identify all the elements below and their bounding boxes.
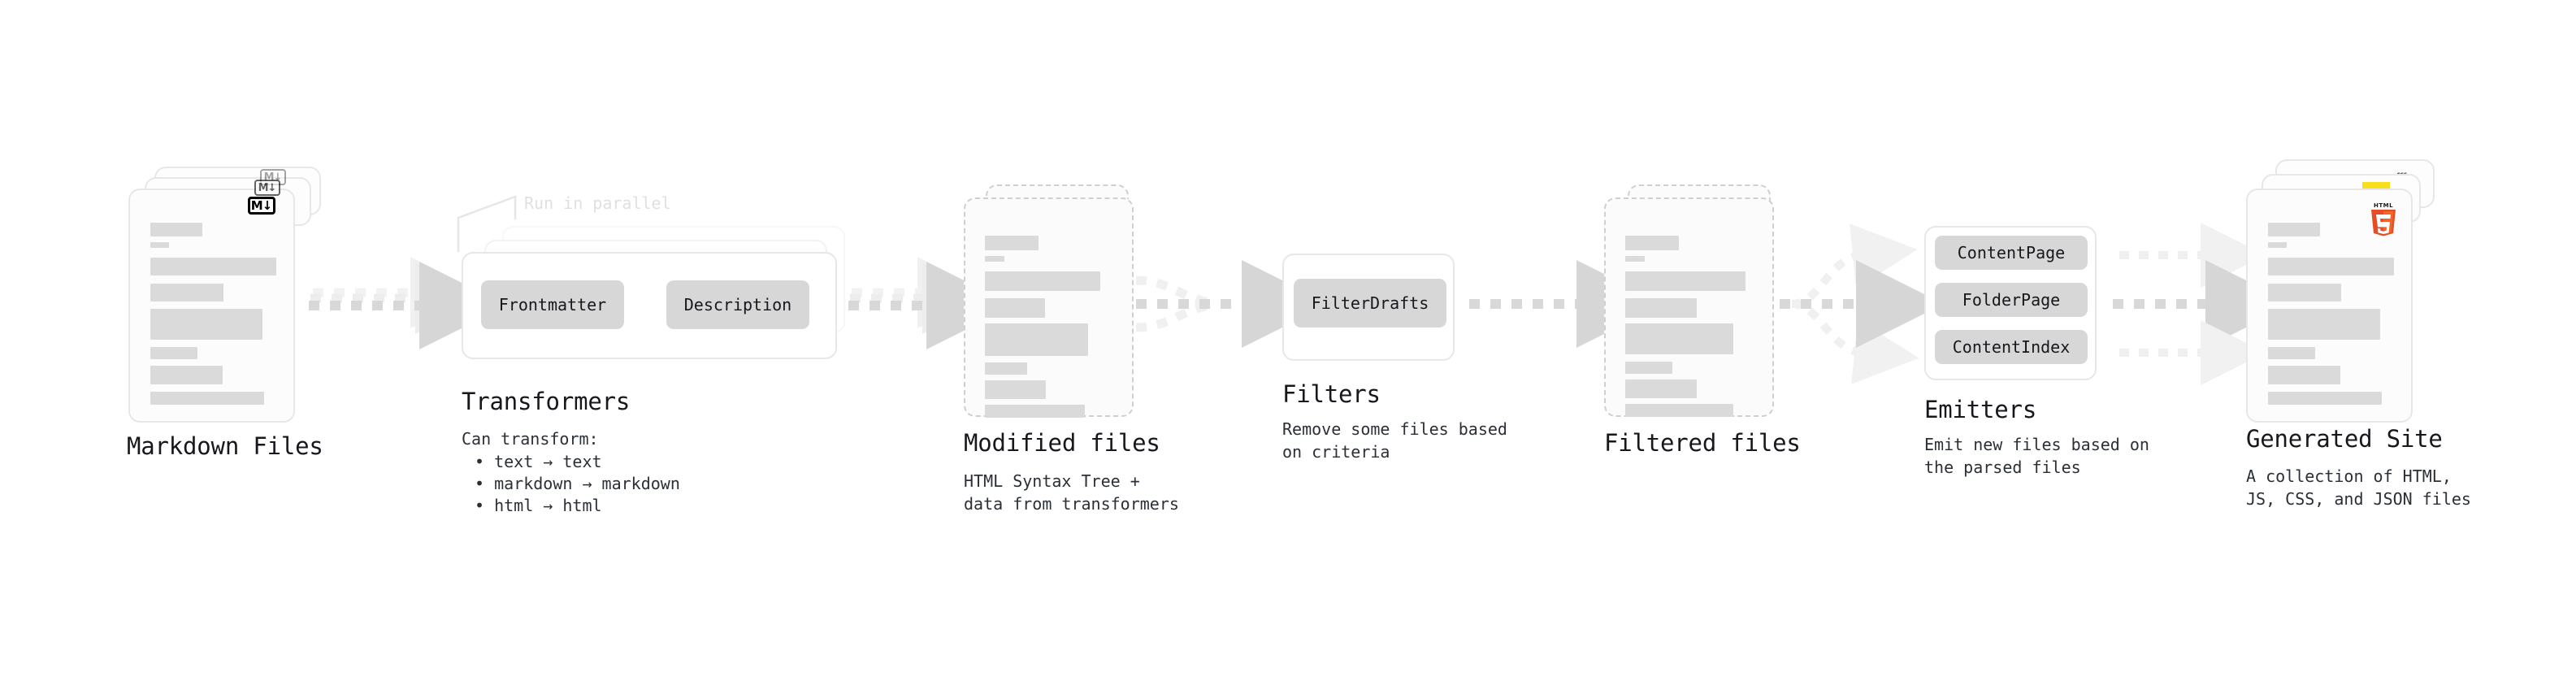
transformers-desc-bullet-1: • text → text <box>475 452 602 471</box>
generated-site-skeleton <box>2248 190 2411 421</box>
generated-site-desc: A collection of HTML, JS, CSS, and JSON … <box>2246 466 2471 509</box>
site-card-html: HTML <box>2246 189 2413 423</box>
filterdrafts-label: FilterDrafts <box>1311 293 1429 313</box>
modified-card-front <box>964 197 1134 418</box>
description-label: Description <box>683 295 792 314</box>
markdown-skeleton <box>130 190 293 421</box>
transformers-pill-description[interactable]: Description <box>666 280 809 329</box>
emitters-pill-contentindex[interactable]: ContentIndex <box>1935 330 2088 364</box>
transformers-desc-bullet-3: • html → html <box>475 496 602 515</box>
emitters-title: Emitters <box>1924 396 2037 423</box>
run-in-parallel-note: Run in parallel <box>524 193 671 213</box>
arrow-emitters-to-site <box>2113 223 2293 385</box>
transformers-desc-intro: Can transform: <box>462 429 599 449</box>
filters-title: Filters <box>1282 380 1381 408</box>
emitters-pill-contentpage[interactable]: ContentPage <box>1935 236 2088 270</box>
markdown-card-front <box>128 189 295 423</box>
folderpage-label: FolderPage <box>1962 290 2061 310</box>
emitters-desc: Emit new files based on the parsed files <box>1924 435 2149 477</box>
transformers-title: Transformers <box>462 388 631 415</box>
markdown-icon: M↓ <box>248 197 275 215</box>
markdown-icon-back1: M↓ <box>254 180 280 196</box>
contentpage-label: ContentPage <box>1957 243 2066 262</box>
generated-site-title: Generated Site <box>2246 425 2443 453</box>
filters-pill-filterdrafts[interactable]: FilterDrafts <box>1294 279 1446 327</box>
html5-icon: HTML <box>2368 201 2399 236</box>
contentindex-label: ContentIndex <box>1952 337 2071 357</box>
filtered-card-front <box>1604 197 1774 417</box>
frontmatter-label: Frontmatter <box>498 295 607 314</box>
modified-skeleton <box>965 199 1132 418</box>
filtered-files-title: Filtered files <box>1604 429 1801 457</box>
filtered-skeleton <box>1606 199 1772 417</box>
arrow-markdown-to-transformers <box>309 257 507 349</box>
arrow-modified-to-filters <box>1135 260 1329 348</box>
svg-text:HTML: HTML <box>2374 202 2393 209</box>
arrow-filtered-to-emitters <box>1780 223 1944 384</box>
markdown-files-title: Markdown Files <box>127 432 323 460</box>
emitters-pill-folderpage[interactable]: FolderPage <box>1935 283 2088 317</box>
transformers-desc-bullet-2: • markdown → markdown <box>475 474 680 493</box>
modified-files-title: Modified files <box>964 429 1160 457</box>
modified-files-desc: HTML Syntax Tree + data from transformer… <box>964 471 1179 514</box>
transformers-pill-frontmatter[interactable]: Frontmatter <box>481 280 624 329</box>
filters-desc: Remove some files based on criteria <box>1282 419 1507 462</box>
